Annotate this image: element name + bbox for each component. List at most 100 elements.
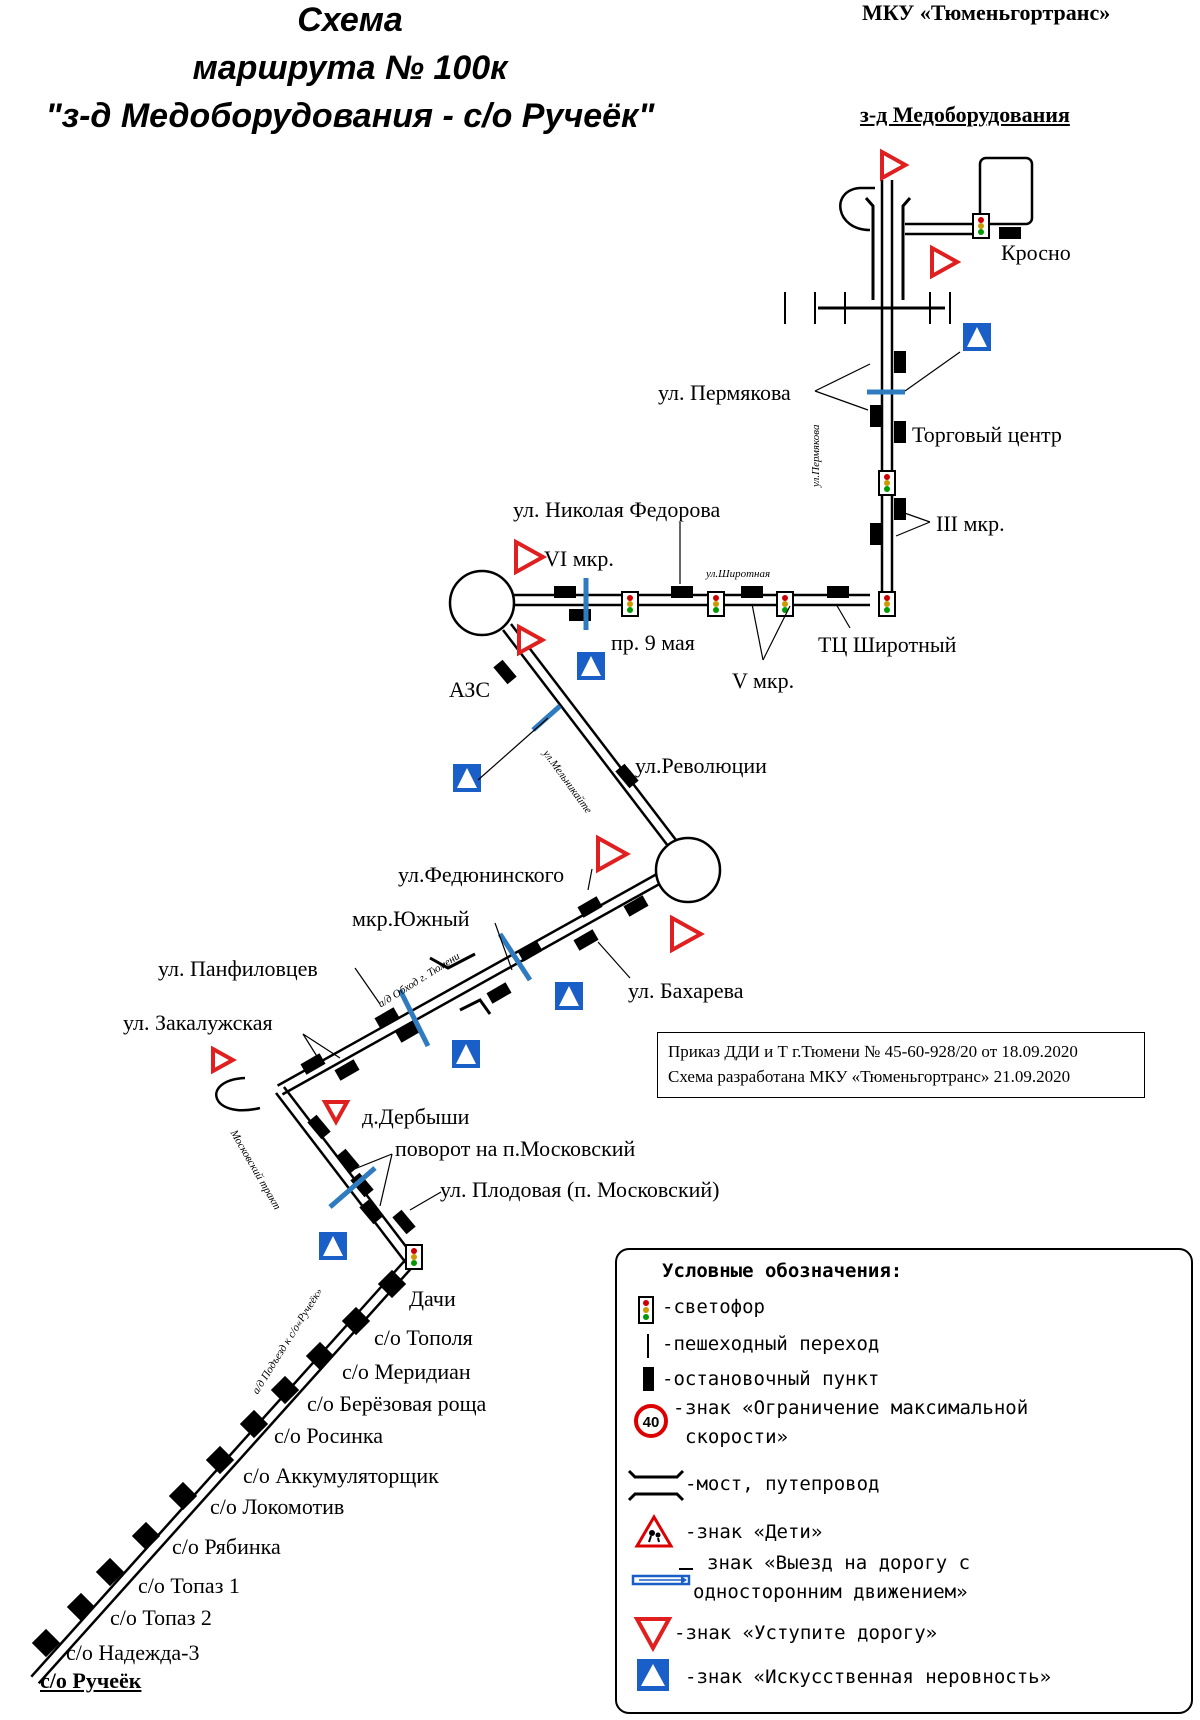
overpass-bottom [459, 998, 492, 1015]
leader-bump-3 [477, 717, 549, 781]
yield-sign-4 [517, 623, 547, 657]
stop-topaz-1: с/о Топаз 1 [138, 1573, 240, 1598]
stop-marker-revolyucii [615, 763, 639, 789]
stop-marker-iii-2 [870, 523, 882, 545]
legend-speed-limit-icon: 40 [634, 1404, 668, 1438]
legend-bridge-icon [627, 1469, 685, 1502]
bump-sign-6-mark [323, 1236, 343, 1256]
legend-bump-sign-icon [637, 1659, 669, 1691]
stop-meridian: с/о Меридиан [342, 1359, 471, 1384]
yield-sign-1 [880, 148, 910, 182]
legend-children-sign-icon [634, 1514, 674, 1548]
stop-marker-torgovy [894, 421, 906, 443]
road-melnikayte-edge-b [509, 623, 677, 841]
traffic-light-shirotny [878, 591, 896, 617]
legend-stop-label: -остановочный пункт [662, 1368, 880, 1390]
yield-sign-2 [930, 244, 962, 280]
bridge-right [901, 197, 912, 300]
stop-lokomotiv: с/о Локомотив [210, 1494, 345, 1519]
stop-marker-obkhod-8 [334, 1059, 360, 1081]
legend-traffic-light-icon [638, 1296, 654, 1324]
leader-fedyuninskogo [587, 868, 593, 891]
terminal-end: с/о Ручеёк [40, 1668, 142, 1693]
stop-marker-moskovsky-4 [359, 1199, 383, 1225]
bump-sign-1 [963, 323, 991, 351]
street-shirotnaya: ул.Широтная [706, 568, 771, 580]
bridge-left [864, 197, 875, 300]
traffic-light-iii-red [884, 474, 890, 480]
leader-permyakova-b [814, 390, 869, 411]
bump-sign-3 [453, 764, 481, 792]
road-podezd-edge-b [37, 1262, 417, 1685]
road-moskovsky-edge-b [282, 1086, 415, 1258]
bump-sign-6 [319, 1232, 347, 1260]
stop-marker-obkhod-4 [486, 982, 512, 1004]
crossing-obkhod-1 [497, 932, 533, 982]
stop-marker-permyakova-2 [870, 405, 882, 427]
legend-bridge-label: -мост, путепровод [685, 1473, 880, 1495]
legend: Условные обозначения: 40 [615, 1248, 1193, 1714]
stop-tc-shirotny: ТЦ Широтный [818, 632, 957, 657]
stop-nikolaya-fedorova: ул. Николая Федорова [513, 497, 721, 522]
traffic-light-shirotny-amber [884, 601, 890, 607]
terminal-start: з-д Медоборудования [860, 102, 1070, 127]
stop-panfilovcev: ул. Панфиловцев [158, 956, 318, 981]
traffic-light-krosno-amber [978, 223, 984, 229]
leader-bump-1 [904, 351, 961, 392]
stop-marker-podezd-4 [239, 1409, 269, 1439]
legend-oneway-label-2: односторонним движением» [693, 1581, 968, 1603]
street-permyakova: ул.Пермякова [810, 424, 822, 487]
leader-v-a [751, 603, 764, 661]
traffic-light-dachi-green [411, 1260, 417, 1266]
leader-zakaluzhskaya-a [302, 1033, 319, 1059]
traffic-light-shirotnaya-mid-green [713, 607, 719, 613]
stop-revolyucii: ул.Революции [635, 753, 767, 778]
stop-marker-podezd-5 [205, 1445, 235, 1475]
stop-marker-shirotnaya-2 [671, 586, 693, 598]
loop-factory [839, 186, 875, 232]
legend-speed-label-1: знак «Ограничение максимальной [685, 1397, 1029, 1419]
traffic-light-dachi [405, 1244, 423, 1270]
leader-bakhareva [597, 941, 631, 979]
stop-vi-mkr: VI мкр. [544, 546, 614, 571]
stop-azs: АЗС [449, 677, 491, 702]
title-line-1: Схема [297, 1, 403, 39]
traffic-light-shirotnaya-mid-red [713, 595, 719, 601]
bump-sign-4 [555, 982, 583, 1010]
stop-marker-obkhod-0 [577, 896, 603, 918]
traffic-light-pr9 [621, 591, 639, 617]
stop-marker-obkhod-7 [300, 1053, 326, 1075]
leader-yuzhny [494, 922, 513, 971]
roundabout-south [654, 836, 722, 904]
stop-marker-podezd-8 [95, 1557, 125, 1587]
yield-sign-8 [321, 1100, 351, 1126]
legend-title: Условные обозначения: [662, 1260, 903, 1282]
overpass-top [429, 952, 476, 970]
stop-marker-podezd-6 [168, 1481, 198, 1511]
stop-marker-azs [493, 659, 517, 685]
title-line-2: маршрута № 100к [192, 49, 508, 87]
stop-nadezhda-3: с/о Надежда-3 [66, 1640, 200, 1665]
stop-topaz-2: с/о Топаз 2 [110, 1605, 212, 1630]
traffic-light-v [776, 591, 794, 617]
legend-traffic-light-label: -светофор [662, 1296, 765, 1318]
bump-sign-4-mark [559, 986, 579, 1006]
crossing-melnikayte [531, 704, 562, 732]
traffic-light-iii [878, 470, 896, 496]
stop-marker-moskovsky-0 [307, 1114, 331, 1140]
factory-building [978, 156, 1034, 226]
yield-sign-7 [211, 1045, 237, 1075]
roundabout-north [448, 569, 516, 637]
stop-bakhareva: ул. Бахарева [628, 978, 744, 1003]
stop-marker-moskovsky-3 [392, 1209, 416, 1235]
bump-sign-2-mark [581, 656, 601, 676]
traffic-light-dachi-amber [411, 1254, 417, 1260]
crossing-moskovsky [328, 1166, 377, 1209]
yield-sign-6 [670, 914, 705, 954]
stop-zakaluzhskaya: ул. Закалужская [123, 1010, 273, 1035]
leader-povorot-a [351, 1153, 393, 1171]
title-line-3: "з-д Медоборудования - с/о Ручеёк" [45, 97, 655, 135]
svg-text:40: 40 [643, 1414, 660, 1431]
leader-panfilovcev [354, 967, 381, 1005]
